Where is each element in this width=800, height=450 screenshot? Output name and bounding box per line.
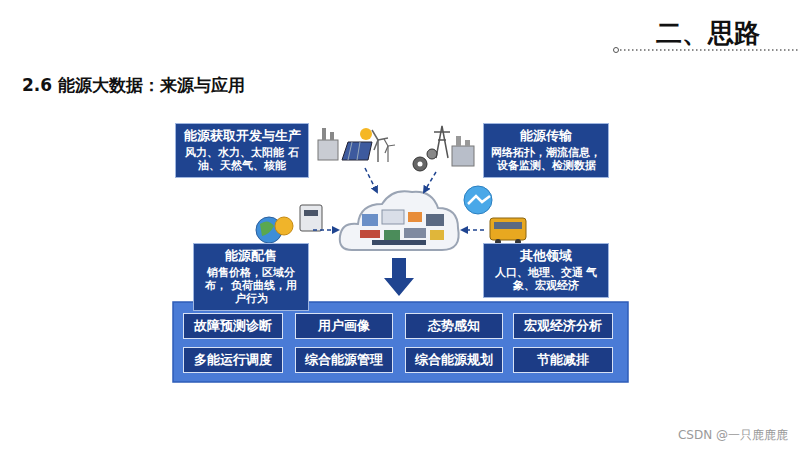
node-heading: 宏观经济分析 — [524, 317, 602, 335]
node-heading: 综合能源规划 — [415, 351, 493, 369]
application-panel — [173, 302, 628, 382]
node-heading: 用户画像 — [318, 317, 370, 335]
application-button: 态势感知 — [405, 313, 503, 339]
node-heading: 其他领域 — [490, 248, 602, 264]
transmission-icons — [413, 126, 474, 171]
header-rule — [614, 48, 800, 53]
node-heading: 多能运行调度 — [194, 351, 272, 369]
node-heading: 综合能源管理 — [305, 351, 383, 369]
application-button: 节能减排 — [513, 347, 613, 373]
other-field-icons — [464, 186, 526, 245]
node-body: 网络拓扑，潮流信息， 设备监测、检测数据 — [490, 146, 602, 172]
node-heading: 节能减排 — [537, 351, 589, 369]
section-heading: 二、思路 — [656, 16, 760, 51]
application-button: 多能运行调度 — [183, 347, 283, 373]
node-heading: 能源配售 — [200, 248, 302, 264]
application-button: 宏观经济分析 — [513, 313, 613, 339]
node-heading: 态势感知 — [428, 317, 480, 335]
distribution-icons — [256, 205, 322, 243]
source-box: 能源配售销售价格，区域分布， 负荷曲线，用户行为 — [193, 243, 309, 311]
node-heading: 故障预测诊断 — [194, 317, 272, 335]
production-icons — [318, 128, 395, 162]
input-arrows — [313, 168, 484, 230]
application-button: 故障预测诊断 — [183, 313, 283, 339]
node-body: 人口、地理、交通 气象、宏观经济 — [490, 266, 602, 292]
page-title: 2.6 能源大数据：来源与应用 — [22, 74, 245, 97]
node-heading: 能源获取开发与生产 — [182, 128, 302, 144]
application-button: 综合能源管理 — [295, 347, 393, 373]
node-body: 销售价格，区域分布， 负荷曲线，用户行为 — [200, 266, 302, 305]
source-box: 其他领域人口、地理、交通 气象、宏观经济 — [483, 243, 609, 298]
output-arrow — [384, 258, 414, 296]
watermark: CSDN @一只鹿鹿鹿 — [678, 427, 788, 444]
application-button: 综合能源规划 — [405, 347, 503, 373]
node-body: 风力、水力、太阳能 石油、天然气、核能 — [182, 146, 302, 172]
data-cloud — [340, 191, 459, 250]
source-box: 能源获取开发与生产风力、水力、太阳能 石油、天然气、核能 — [175, 123, 309, 178]
source-box: 能源传输网络拓扑，潮流信息， 设备监测、检测数据 — [483, 123, 609, 178]
application-button: 用户画像 — [295, 313, 393, 339]
node-heading: 能源传输 — [490, 128, 602, 144]
